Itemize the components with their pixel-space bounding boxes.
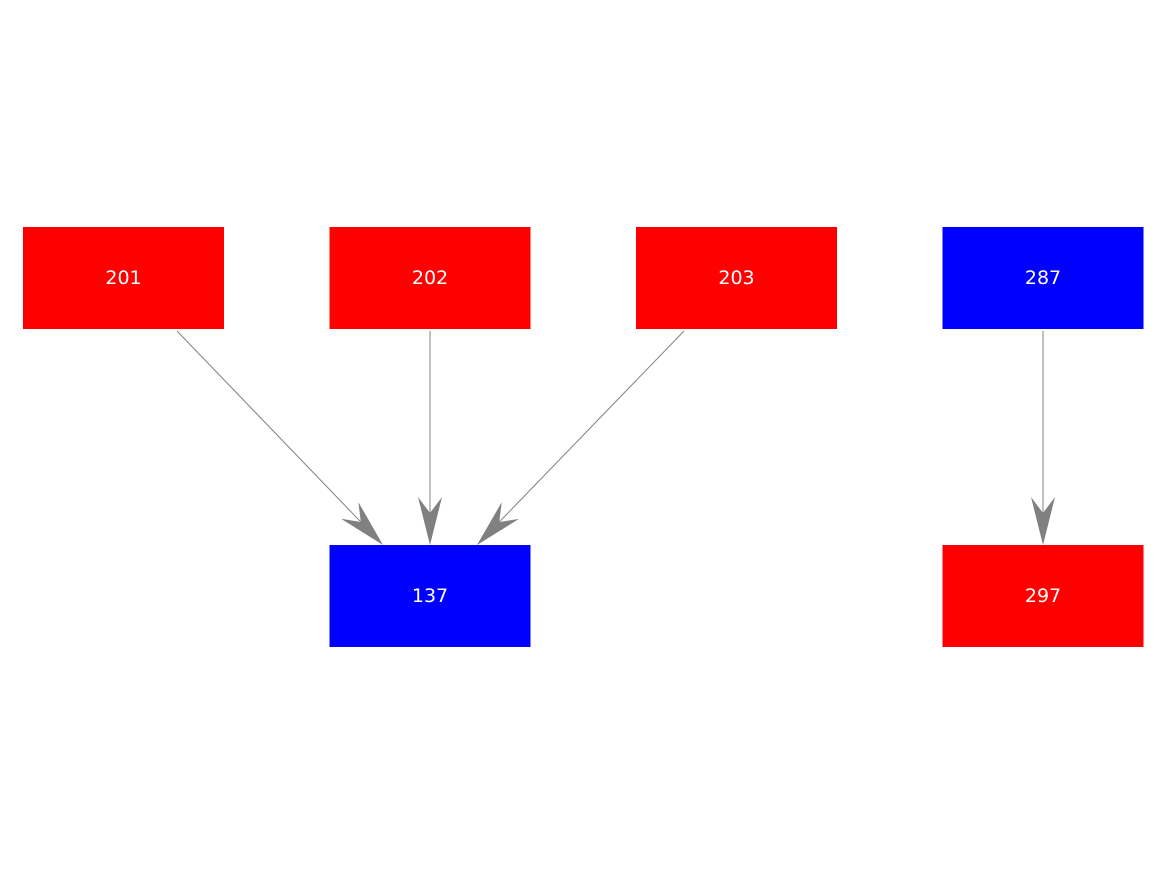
- node-label: 202: [412, 267, 448, 289]
- node-box: [329, 227, 531, 329]
- node-box: [23, 227, 224, 329]
- edge-203-137: [477, 330, 685, 545]
- node-box: [942, 545, 1144, 647]
- edge-202-137: [418, 331, 442, 545]
- arrowhead-icon: [1031, 497, 1055, 545]
- edge-287-297: [1031, 331, 1055, 545]
- node-label: 297: [1025, 585, 1061, 607]
- node-label: 287: [1025, 267, 1061, 289]
- edges: [176, 330, 1055, 545]
- node-137: 137: [329, 545, 531, 647]
- node-label: 201: [105, 267, 141, 289]
- node-box: [636, 227, 837, 329]
- edge-line: [498, 330, 685, 523]
- arrowhead-icon: [341, 502, 383, 545]
- edge-line: [176, 330, 362, 523]
- node-202: 202: [329, 227, 531, 329]
- nodes: 201 202 203 287 137 297: [23, 227, 1144, 647]
- node-label: 203: [718, 267, 754, 289]
- arrowhead-icon: [418, 497, 442, 545]
- node-box: [942, 227, 1144, 329]
- node-297: 297: [942, 545, 1144, 647]
- arrowhead-icon: [477, 502, 519, 545]
- node-287: 287: [942, 227, 1144, 329]
- node-label: 137: [412, 585, 448, 607]
- node-203: 203: [636, 227, 837, 329]
- edge-201-137: [176, 330, 383, 545]
- node-box: [329, 545, 531, 647]
- node-201: 201: [23, 227, 224, 329]
